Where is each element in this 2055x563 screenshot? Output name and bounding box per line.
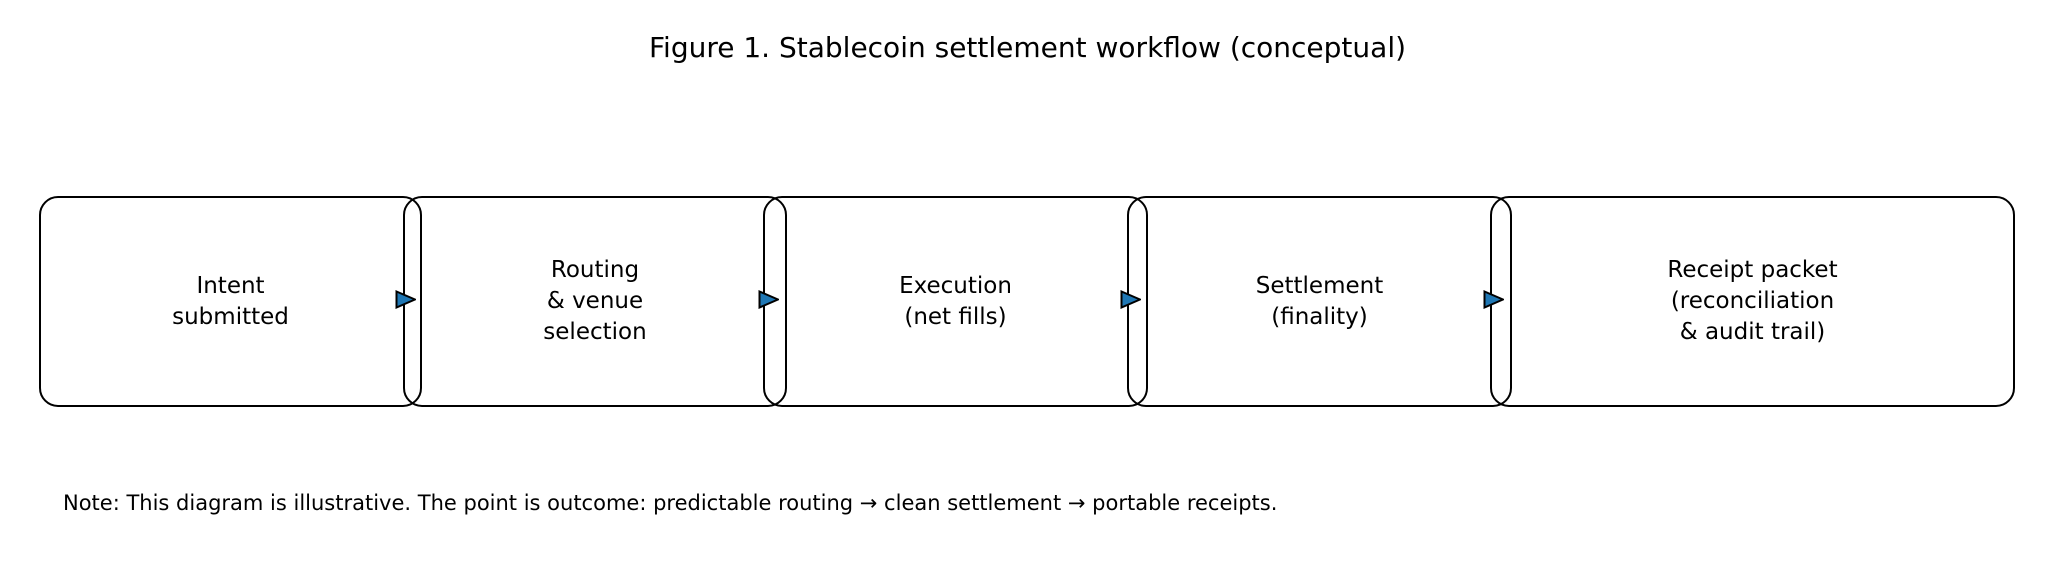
arrow-right-icon (758, 290, 779, 309)
arrow-right-head (1483, 290, 1504, 309)
flow-node-routing: Routing & venue selection (403, 196, 787, 407)
arrow-right-icon (1120, 290, 1141, 309)
arrow-right-head (395, 290, 416, 309)
flow-node-intent: Intent submitted (39, 196, 422, 407)
flow-node-receipt-label: Receipt packet (reconciliation & audit t… (1667, 257, 1838, 345)
flow-node-routing-label: Routing & venue selection (543, 257, 647, 345)
arrow-right-head (1120, 290, 1141, 309)
arrow-right-icon (395, 290, 416, 309)
flow-node-receipt: Receipt packet (reconciliation & audit t… (1490, 196, 2015, 407)
arrow-right-head (758, 290, 779, 309)
figure-note: Note: This diagram is illustrative. The … (63, 491, 1278, 515)
arrow-right-icon (1483, 290, 1504, 309)
flow-node-execution: Execution (net fills) (763, 196, 1148, 407)
flow-node-execution-label: Execution (net fills) (899, 272, 1012, 330)
flow-node-settlement-label: Settlement (finality) (1255, 272, 1384, 330)
flow-node-settlement: Settlement (finality) (1127, 196, 1512, 407)
figure-title: Figure 1. Stablecoin settlement workflow… (648, 31, 1407, 64)
flow-node-intent-label: Intent submitted (172, 272, 289, 330)
